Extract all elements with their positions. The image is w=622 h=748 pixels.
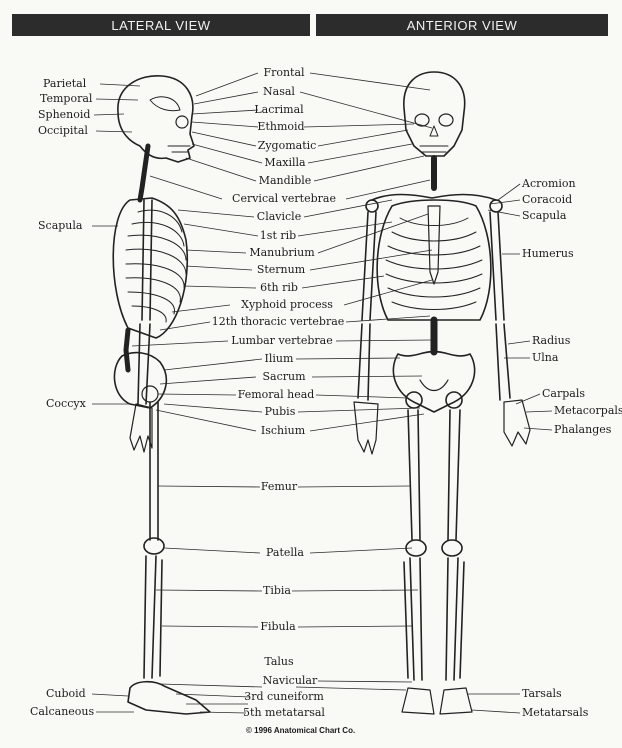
label-xyphoid-process: Xyphoid process: [241, 299, 333, 311]
label-metacarpals: Metacorpals: [554, 405, 622, 417]
label-nasal: Nasal: [263, 86, 295, 98]
label-5th-metatarsal: 5th metatarsal: [243, 707, 325, 719]
label-sphenoid: Sphenoid: [38, 109, 90, 121]
label-fibula: Fibula: [260, 621, 295, 633]
label-coracoid: Coracoid: [522, 194, 572, 206]
label-coccyx: Coccyx: [46, 398, 86, 410]
label-occipital: Occipital: [38, 125, 88, 137]
label-lacrimal: Lacrimal: [254, 104, 303, 116]
label-calcaneous: Calcaneous: [30, 706, 94, 718]
label-humerus: Humerus: [522, 248, 574, 260]
label-lumbar-vertebrae: Lumbar vertebrae: [231, 335, 332, 347]
label-maxilla: Maxilla: [264, 157, 305, 169]
label-patella: Patella: [266, 547, 304, 559]
label-ischium: Ischium: [261, 425, 305, 437]
label-sacrum: Sacrum: [262, 371, 305, 383]
label-scapula-anterior: Scapula: [522, 210, 566, 222]
label-navicular: Navicular: [263, 675, 318, 687]
label-talus: Talus: [264, 656, 293, 668]
label-scapula-lateral: Scapula: [38, 220, 82, 232]
label-phalanges: Phalanges: [554, 424, 611, 436]
anterior-skeleton: [354, 72, 530, 714]
label-3rd-cuneiform: 3rd cuneiform: [244, 691, 324, 703]
label-temporal: Temporal: [40, 93, 92, 105]
label-clavicle: Clavicle: [257, 211, 301, 223]
label-zygomatic: Zygomatic: [258, 140, 317, 152]
lateral-skeleton: [113, 76, 210, 714]
label-carpals: Carpals: [542, 388, 585, 400]
label-metatarsals: Metatarsals: [522, 707, 588, 719]
label-pubis: Pubis: [265, 406, 296, 418]
label-cervical-vertebrae: Cervical vertebrae: [232, 193, 336, 205]
label-1st-rib: 1st rib: [260, 230, 296, 242]
label-ethmoid: Ethmoid: [257, 121, 304, 133]
label-acromion: Acromion: [522, 178, 576, 190]
label-12th-thoracic-vertebrae: 12th thoracic vertebrae: [212, 316, 345, 328]
label-frontal: Frontal: [263, 67, 304, 79]
label-sternum: Sternum: [257, 264, 305, 276]
copyright-notice: © 1996 Anatomical Chart Co.: [246, 726, 355, 735]
label-manubrium: Manubrium: [249, 247, 314, 259]
label-ulna: Ulna: [532, 352, 558, 364]
label-tibia: Tibia: [263, 585, 291, 597]
label-ilium: Ilium: [265, 353, 294, 365]
label-femoral-head: Femoral head: [238, 389, 315, 401]
label-femur: Femur: [261, 481, 297, 493]
label-mandible: Mandible: [259, 175, 312, 187]
label-radius: Radius: [532, 335, 570, 347]
label-parietal: Parietal: [43, 78, 86, 90]
label-cuboid: Cuboid: [46, 688, 86, 700]
label-tarsals: Tarsals: [522, 688, 562, 700]
label-6th-rib: 6th rib: [260, 282, 298, 294]
